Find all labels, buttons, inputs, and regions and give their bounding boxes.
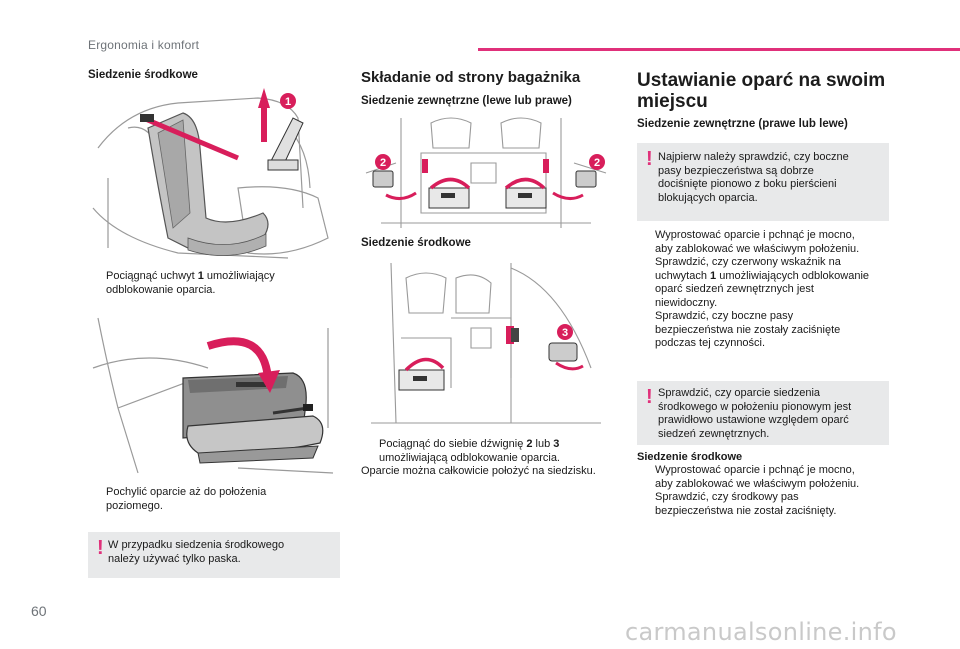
col2-paragraph: Oparcie można całkowicie położyć na sied… <box>361 465 596 477</box>
col2-heading: Składanie od strony bagażnika <box>361 69 581 86</box>
warning-icon: ! <box>97 537 104 559</box>
col3-sub2: Siedzenie środkowe <box>637 451 743 463</box>
col3-bullets-center: Wyprostować oparcie i pchnąć je mocno,ab… <box>655 464 860 517</box>
warning-icon: ! <box>646 148 653 170</box>
callout-2-left: 2 <box>380 157 386 169</box>
col1-heading: Siedzenie środkowe <box>88 69 198 81</box>
callout-3: 3 <box>562 327 568 339</box>
page-number: 60 <box>31 603 47 619</box>
figure-trunk-outer-seats: 2 2 <box>361 113 609 231</box>
warning-icon: ! <box>646 386 653 408</box>
figure-trunk-center-seat: 3 <box>361 258 609 430</box>
callout-2-right: 2 <box>594 157 600 169</box>
watermark: carmanualsonline.info <box>625 618 897 646</box>
callout-1: 1 <box>285 96 291 108</box>
col3-sub1: Siedzenie zewnętrzne (prawe lub lewe) <box>637 118 848 130</box>
col2-sub1: Siedzenie zewnętrzne (lewe lub prawe) <box>361 95 572 107</box>
figure-pull-handle: 1 <box>88 88 340 268</box>
col2-sub2: Siedzenie środkowe <box>361 237 471 249</box>
col3-bullets-outer: Wyprostować oparcie i pchnąć je mocno,ab… <box>655 229 870 349</box>
header-accent-bar <box>478 48 960 51</box>
section-title: Ergonomia i komfort <box>88 38 200 52</box>
figure-fold-backrest <box>88 308 340 480</box>
